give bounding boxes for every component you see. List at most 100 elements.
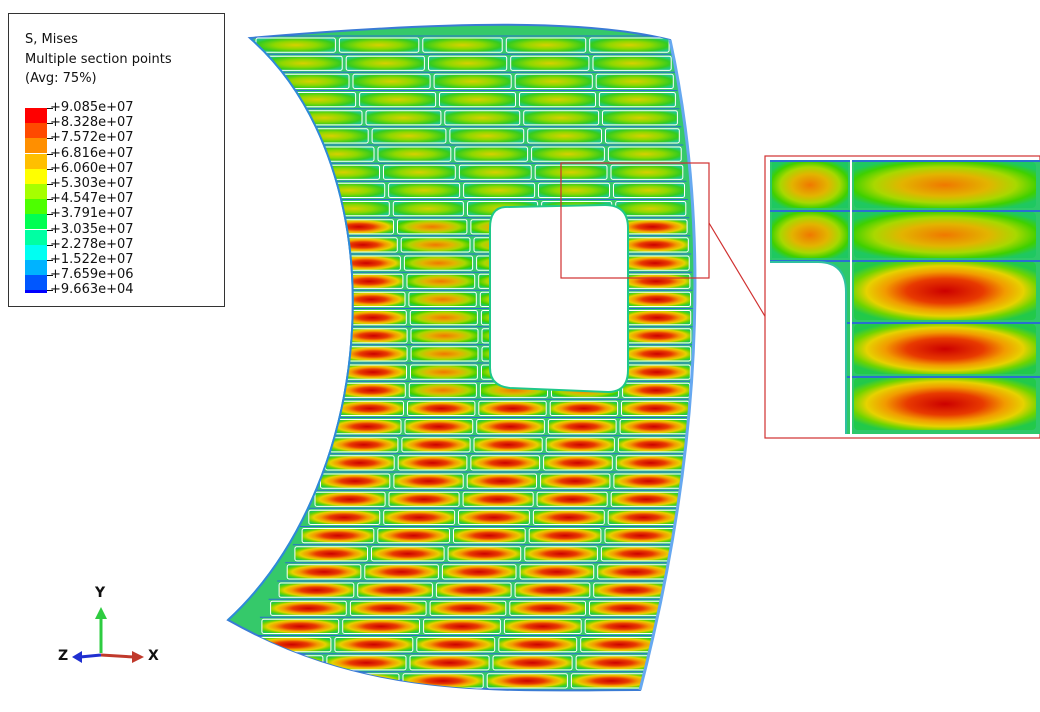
shell-panel-cell <box>527 128 603 144</box>
shell-panel-cell <box>523 110 600 126</box>
shell-panel-cell <box>278 582 355 598</box>
shell-panel-cell <box>339 328 408 344</box>
shell-panel-cell <box>509 600 586 616</box>
legend-tick <box>47 184 53 185</box>
shell-panel-cell <box>498 637 578 653</box>
shell-panel-cell <box>602 110 678 126</box>
inset-panel-cell <box>854 212 1036 258</box>
shell-panel-cell <box>619 419 689 435</box>
stress-legend: S, Mises Multiple section points (Avg: 7… <box>8 13 225 307</box>
legend-level-label: +2.278e+07 <box>50 236 134 252</box>
shell-panel-cell <box>293 128 369 144</box>
shell-panel-cell <box>454 146 529 162</box>
shell-panel-cell <box>538 182 610 199</box>
shell-panel-cell <box>621 400 690 416</box>
shell-panel-cell <box>441 564 517 580</box>
shell-panel-cell <box>332 419 402 435</box>
shell-panel-cell <box>623 310 692 326</box>
shell-panel-cell <box>604 528 678 544</box>
shell-panel-cell <box>621 273 691 289</box>
legend-level-label: +9.085e+07 <box>50 100 134 115</box>
shell-panel-cell <box>528 528 602 544</box>
shell-panel-cell <box>349 600 427 616</box>
shell-panel-cell <box>328 237 398 253</box>
shell-panel-cell <box>519 564 595 580</box>
legend-swatch <box>25 290 47 294</box>
shell-panel-cell <box>286 564 362 580</box>
axis-triad: Y X Z <box>58 585 168 675</box>
shell-panel-cell <box>534 164 608 180</box>
shell-panel-cell <box>334 273 404 289</box>
shell-panel-cell <box>331 255 401 271</box>
shell-panel-cell <box>620 255 690 271</box>
shell-panel-cell <box>447 546 522 562</box>
shell-panel-cell <box>261 618 340 634</box>
shell-panel-cell <box>286 110 363 126</box>
shell-panel-cell <box>428 55 508 71</box>
shell-panel-cell <box>407 400 476 416</box>
shell-panel-cell <box>439 92 516 108</box>
shell-panel-cell <box>536 491 608 507</box>
shell-panel-cell <box>613 473 684 489</box>
legend-tick <box>47 244 53 246</box>
shell-panel-cell <box>610 491 682 507</box>
shell-panel-cell <box>408 382 477 398</box>
shell-panel-cell <box>458 509 530 525</box>
shell-panel-cell <box>270 600 347 616</box>
shell-panel-cell <box>592 55 672 71</box>
shell-panel-cell <box>514 582 591 598</box>
shell-panel-cell <box>234 673 316 689</box>
shell-panel-cell <box>388 182 461 199</box>
shell-panel-cell <box>397 219 468 235</box>
shell-panel-cell <box>589 600 666 616</box>
shell-panel-cell <box>524 546 598 562</box>
shell-panel-cell <box>622 364 691 380</box>
legend-tick <box>47 153 53 155</box>
shell-panel-cell <box>320 473 391 489</box>
shell-panel-cell <box>543 455 613 471</box>
legend-level-label: +3.035e+07 <box>50 221 134 237</box>
shell-panel-cell <box>547 419 617 435</box>
shell-panel-cell <box>505 37 587 53</box>
legend-level-label: +6.816e+07 <box>50 145 134 161</box>
y-axis-label: Y <box>95 585 106 601</box>
shell-panel-cell <box>402 673 484 689</box>
x-axis-arrow <box>100 653 135 659</box>
shell-panel-cell <box>255 37 336 53</box>
shell-panel-cell <box>514 73 593 90</box>
shell-panel-cell <box>383 509 456 525</box>
zoom-inset <box>764 155 1040 439</box>
shell-panel-cell <box>406 273 476 289</box>
shell-panel-cell <box>371 128 447 144</box>
shell-panel-cell <box>531 146 605 162</box>
x-axis-arrowhead <box>132 651 144 663</box>
shell-panel-cell <box>470 455 541 471</box>
shell-panel-cell <box>619 237 689 253</box>
legend-tick <box>47 260 53 261</box>
legend-tick <box>47 123 53 125</box>
shell-panel-cell <box>318 201 390 217</box>
shell-panel-cell <box>410 364 478 380</box>
shell-panel-cell <box>271 73 350 90</box>
shell-panel-cell <box>607 146 682 162</box>
shell-panel-cell <box>392 201 464 217</box>
shell-panel-cell <box>580 637 660 653</box>
shell-panel-cell <box>352 73 431 90</box>
shell-panel-cell <box>342 618 421 634</box>
shell-panel-cell <box>486 673 568 689</box>
shell-panel-cell <box>435 582 512 598</box>
legend-swatch <box>25 168 47 184</box>
legend-swatch <box>25 138 47 154</box>
shell-panel-cell <box>584 618 663 634</box>
zoom-connector-top <box>708 222 767 319</box>
shell-panel-cell <box>423 618 501 634</box>
shell-panel-cell <box>337 291 406 307</box>
shell-panel-cell <box>397 455 468 471</box>
x-axis-label: X <box>148 648 159 664</box>
shell-panel-cell <box>532 509 605 525</box>
shell-panel-cell <box>410 328 479 344</box>
shell-panel-cell <box>403 255 474 271</box>
shell-panel-cell <box>510 55 590 71</box>
